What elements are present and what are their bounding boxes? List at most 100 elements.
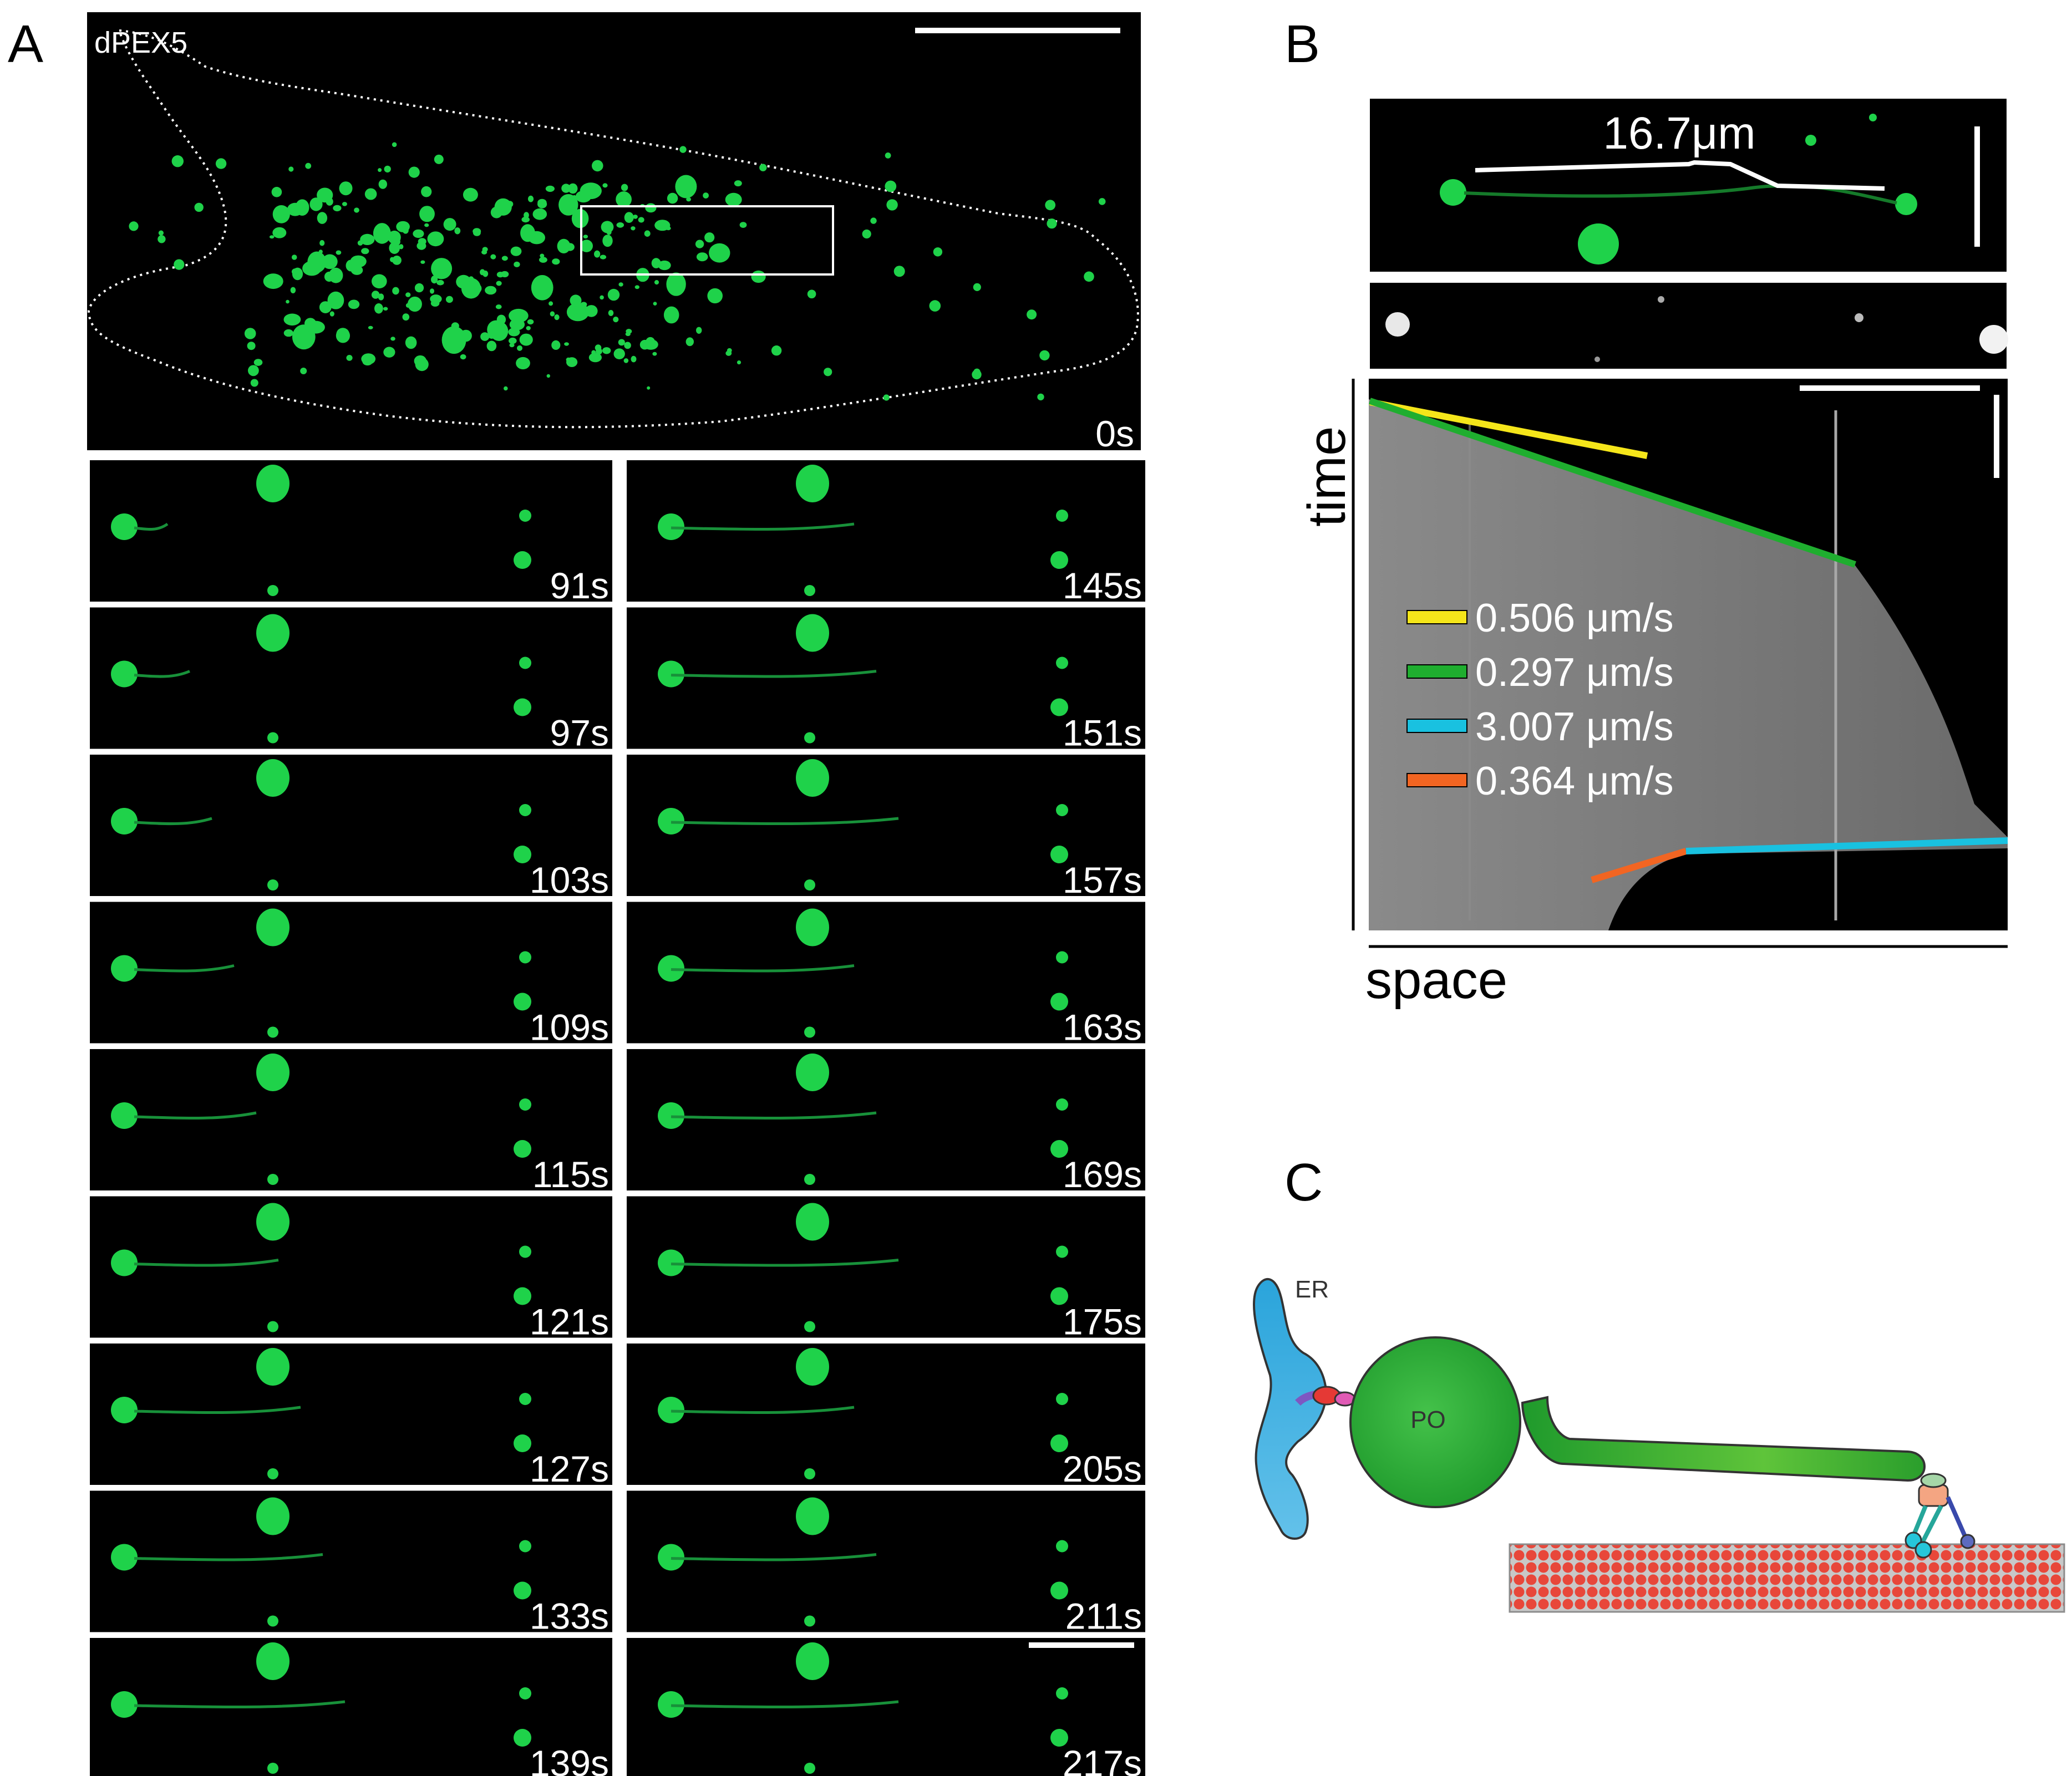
punctum — [591, 350, 596, 355]
punctum — [885, 180, 897, 192]
punctum — [675, 175, 697, 199]
motor-protein — [1905, 1473, 1975, 1559]
punctum — [430, 288, 434, 294]
punctum — [443, 218, 456, 231]
punctum — [695, 240, 704, 248]
punctum — [319, 301, 332, 313]
punctum — [351, 265, 363, 275]
punctum — [654, 280, 659, 285]
punctum — [727, 348, 732, 353]
punctum — [519, 333, 533, 346]
punctum — [378, 168, 382, 172]
punctum — [291, 255, 297, 260]
time-frame: 175s — [627, 1196, 1145, 1342]
punctum — [608, 310, 614, 316]
punctum — [663, 306, 679, 324]
punctum — [1045, 200, 1056, 211]
punctum — [292, 267, 303, 281]
kymograph: 0.506 μm/s0.297 μm/s3.007 μm/s0.364 μm/s — [1369, 379, 2008, 930]
punctum — [824, 368, 832, 376]
legend-label: 0.297 μm/s — [1475, 650, 1674, 695]
punctum — [570, 294, 582, 307]
punctum — [420, 260, 425, 264]
timestamp-label: 175s — [1063, 1301, 1142, 1342]
punctum — [600, 255, 607, 259]
punctum — [171, 155, 184, 167]
punctum — [595, 344, 602, 351]
punctum — [707, 288, 723, 304]
punctum — [575, 190, 592, 203]
timestamp-label: 211s — [1065, 1596, 1142, 1637]
punctum — [886, 199, 898, 211]
punctum — [585, 305, 598, 317]
panel-label-a: A — [8, 14, 43, 74]
timestamp-label: 91s — [550, 565, 609, 606]
punctum — [496, 314, 506, 325]
punctum — [496, 281, 502, 286]
punctum — [317, 212, 328, 224]
punctum — [354, 207, 359, 213]
punctum — [633, 215, 638, 219]
punctum — [407, 296, 422, 312]
punctum — [445, 296, 453, 303]
punctum — [771, 345, 782, 356]
punctum — [539, 257, 547, 263]
punctum — [601, 221, 614, 233]
legend-swatch — [1406, 664, 1467, 679]
punctum — [454, 227, 461, 235]
punctum — [390, 337, 395, 341]
punctum — [342, 202, 347, 206]
punctum — [592, 160, 603, 172]
punctum — [540, 253, 545, 258]
punctum — [602, 347, 611, 354]
time-frame: 211s — [627, 1490, 1145, 1637]
punctum — [378, 179, 387, 189]
punctum — [566, 243, 575, 251]
punctum — [158, 235, 166, 243]
timestamp-label: 115s — [532, 1154, 609, 1195]
timestamp-label: 121s — [530, 1301, 609, 1342]
time-frame: 169s — [627, 1049, 1145, 1195]
punctum — [973, 283, 981, 291]
punctum — [417, 242, 426, 250]
punctum — [514, 261, 520, 267]
punctum — [634, 285, 640, 289]
timestamp-label: 169s — [1063, 1154, 1142, 1195]
punctum — [129, 221, 139, 231]
timestamp-label: 109s — [530, 1007, 609, 1048]
punctum — [490, 254, 496, 259]
punctum — [647, 386, 651, 390]
punctum — [510, 246, 522, 256]
punctum — [272, 205, 290, 223]
punctum — [360, 233, 375, 245]
punctum — [972, 369, 982, 380]
punctum — [336, 250, 342, 255]
panel-label-c: C — [1284, 1153, 1323, 1212]
overview-timestamp: 0s — [1095, 413, 1134, 454]
punctum — [527, 195, 534, 202]
punctum — [421, 186, 432, 197]
punctum — [361, 353, 376, 365]
punctum — [244, 328, 256, 339]
punctum — [434, 154, 444, 164]
punctum — [389, 242, 400, 255]
timestamp-label: 205s — [1063, 1448, 1142, 1489]
punctum — [696, 327, 702, 334]
er-organelle — [1252, 1278, 1327, 1540]
punctum — [451, 322, 459, 330]
punctum — [532, 208, 547, 220]
punctum — [686, 197, 691, 202]
punctum — [594, 250, 601, 258]
punctum — [703, 192, 709, 199]
time-frame: 121s — [90, 1196, 612, 1342]
punctum — [618, 339, 625, 346]
punctum — [704, 232, 715, 243]
punctum — [368, 325, 373, 330]
punctum — [564, 342, 569, 346]
punctum — [631, 226, 636, 231]
punctum — [415, 358, 429, 372]
legend-item: 0.506 μm/s — [1406, 596, 1674, 640]
punctum — [281, 214, 287, 219]
punctum — [666, 272, 686, 296]
punctum — [305, 162, 312, 169]
